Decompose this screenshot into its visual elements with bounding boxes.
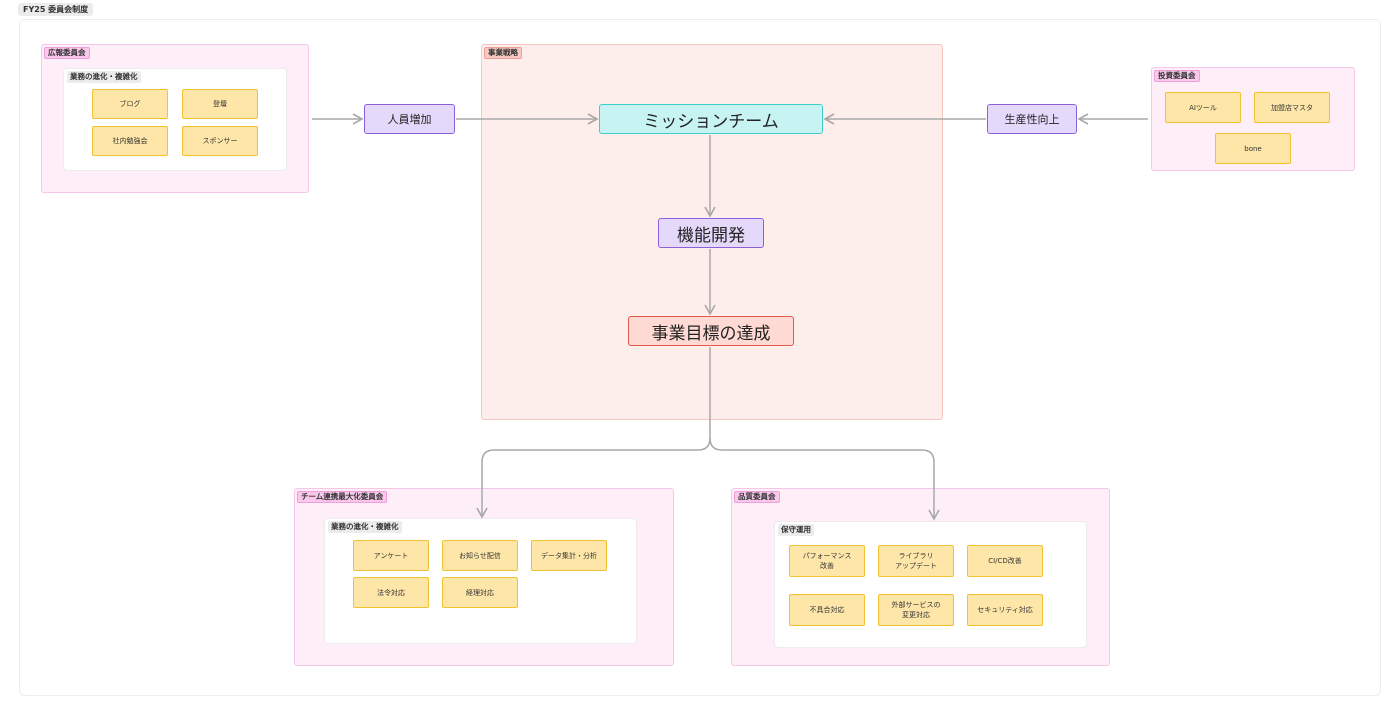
group-label: 保守運用 [778,524,814,536]
edge-goal-to-quality [709,437,940,521]
node-headcount[interactable]: 人員増加 [364,104,455,134]
sticky-note[interactable]: ライブラリ アップデート [878,545,954,577]
sticky-note[interactable]: スポンサー [182,126,258,156]
group-label: 業務の進化・複雑化 [328,521,402,533]
sticky-note[interactable]: bone [1215,133,1291,164]
sticky-note[interactable]: 法令対応 [353,577,429,608]
edge-goal-to-team [476,347,711,519]
page-title: FY25 委員会制度 [18,3,94,16]
group-label: 業務の進化・複雑化 [67,71,141,83]
section-label: 事業戦略 [484,47,522,59]
sticky-note[interactable]: 社内勉強会 [92,126,168,156]
sticky-note[interactable]: 経理対応 [442,577,518,608]
sticky-note[interactable]: パフォーマンス 改善 [789,545,865,577]
sticky-note[interactable]: 加盟店マスタ [1254,92,1330,123]
group-quality-maintenance[interactable]: 保守運用 [774,521,1087,648]
node-productivity[interactable]: 生産性向上 [987,104,1077,134]
sticky-note[interactable]: 外部サービスの 変更対応 [878,594,954,626]
sticky-note[interactable]: CI/CD改善 [967,545,1043,577]
sticky-note[interactable]: お知らせ配信 [442,540,518,571]
sticky-note[interactable]: アンケート [353,540,429,571]
sticky-note[interactable]: AIツール [1165,92,1241,123]
section-label: チーム連携最大化委員会 [297,491,388,503]
sticky-note[interactable]: 不具合対応 [789,594,865,626]
sticky-note[interactable]: ブログ [92,89,168,119]
sticky-note[interactable]: データ集計・分析 [531,540,607,571]
sticky-note[interactable]: セキュリティ対応 [967,594,1043,626]
section-label: 投資委員会 [1154,70,1200,82]
node-feature-dev[interactable]: 機能開発 [658,218,764,248]
section-label: 広報委員会 [44,47,90,59]
node-mission-team[interactable]: ミッションチーム [599,104,823,134]
section-label: 品質委員会 [734,491,780,503]
sticky-note[interactable]: 登壇 [182,89,258,119]
node-business-goal[interactable]: 事業目標の達成 [628,316,794,346]
